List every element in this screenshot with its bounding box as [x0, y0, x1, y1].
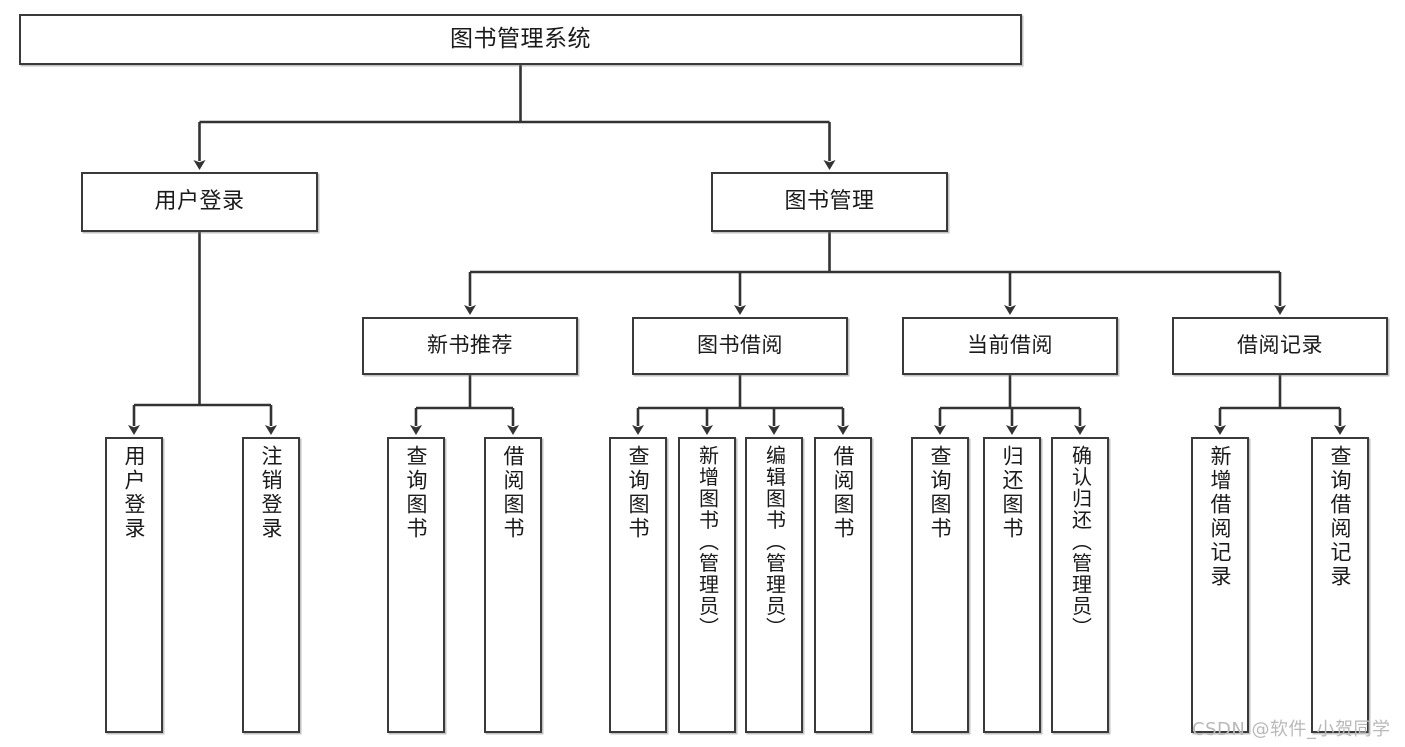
leaf-node-0[interactable]: 用户登录: [105, 437, 163, 733]
node-label: 用户登录: [122, 445, 147, 541]
node-label: 当前借阅: [967, 333, 1053, 358]
node-label: 查询借阅记录: [1328, 445, 1353, 589]
node-label: 借阅图书: [831, 445, 856, 541]
leaf-node-5[interactable]: 新增图书（管理员）: [678, 437, 736, 733]
leaf-node-10[interactable]: 确认归还（管理员）: [1051, 437, 1109, 733]
level3-node-3[interactable]: 借阅记录: [1172, 317, 1388, 375]
node-label: 图书借阅: [697, 333, 783, 358]
level2-node-0[interactable]: 用户登录: [81, 172, 318, 232]
node-label: 编辑图书（管理员）: [762, 445, 787, 639]
level3-node-0[interactable]: 新书推荐: [362, 317, 578, 375]
leaf-node-7[interactable]: 借阅图书: [814, 437, 872, 733]
level2-node-1[interactable]: 图书管理: [711, 172, 948, 232]
node-label: 图书管理: [784, 188, 875, 214]
node-label: 查询图书: [928, 445, 953, 541]
node-label: 新增借阅记录: [1208, 445, 1233, 589]
node-label: 查询图书: [404, 445, 429, 541]
leaf-node-8[interactable]: 查询图书: [911, 437, 969, 733]
node-label: 确认归还（管理员）: [1068, 445, 1093, 639]
leaf-node-4[interactable]: 查询图书: [609, 437, 667, 733]
node-label: 归还图书: [1000, 445, 1025, 541]
leaf-node-3[interactable]: 借阅图书: [484, 437, 542, 733]
leaf-node-12[interactable]: 查询借阅记录: [1311, 437, 1369, 733]
leaf-node-6[interactable]: 编辑图书（管理员）: [745, 437, 803, 733]
node-label: 查询图书: [626, 445, 651, 541]
csdn-watermark: CSDN @软件_小贺同学: [1192, 719, 1391, 740]
node-label: 新增图书（管理员）: [695, 445, 720, 639]
level3-node-1[interactable]: 图书借阅: [632, 317, 848, 375]
node-label: 借阅记录: [1237, 333, 1323, 358]
level3-node-2[interactable]: 当前借阅: [902, 317, 1118, 375]
node-label: 用户登录: [154, 188, 245, 214]
leaf-node-1[interactable]: 注销登录: [242, 437, 300, 733]
node-label: 注销登录: [259, 445, 284, 541]
node-label: 借阅图书: [501, 445, 526, 541]
leaf-node-11[interactable]: 新增借阅记录: [1191, 437, 1249, 733]
node-label: 图书管理系统: [450, 26, 591, 53]
leaf-node-9[interactable]: 归还图书: [983, 437, 1041, 733]
root-node-0[interactable]: 图书管理系统: [19, 14, 1022, 65]
leaf-node-2[interactable]: 查询图书: [387, 437, 445, 733]
node-label: 新书推荐: [427, 333, 513, 358]
